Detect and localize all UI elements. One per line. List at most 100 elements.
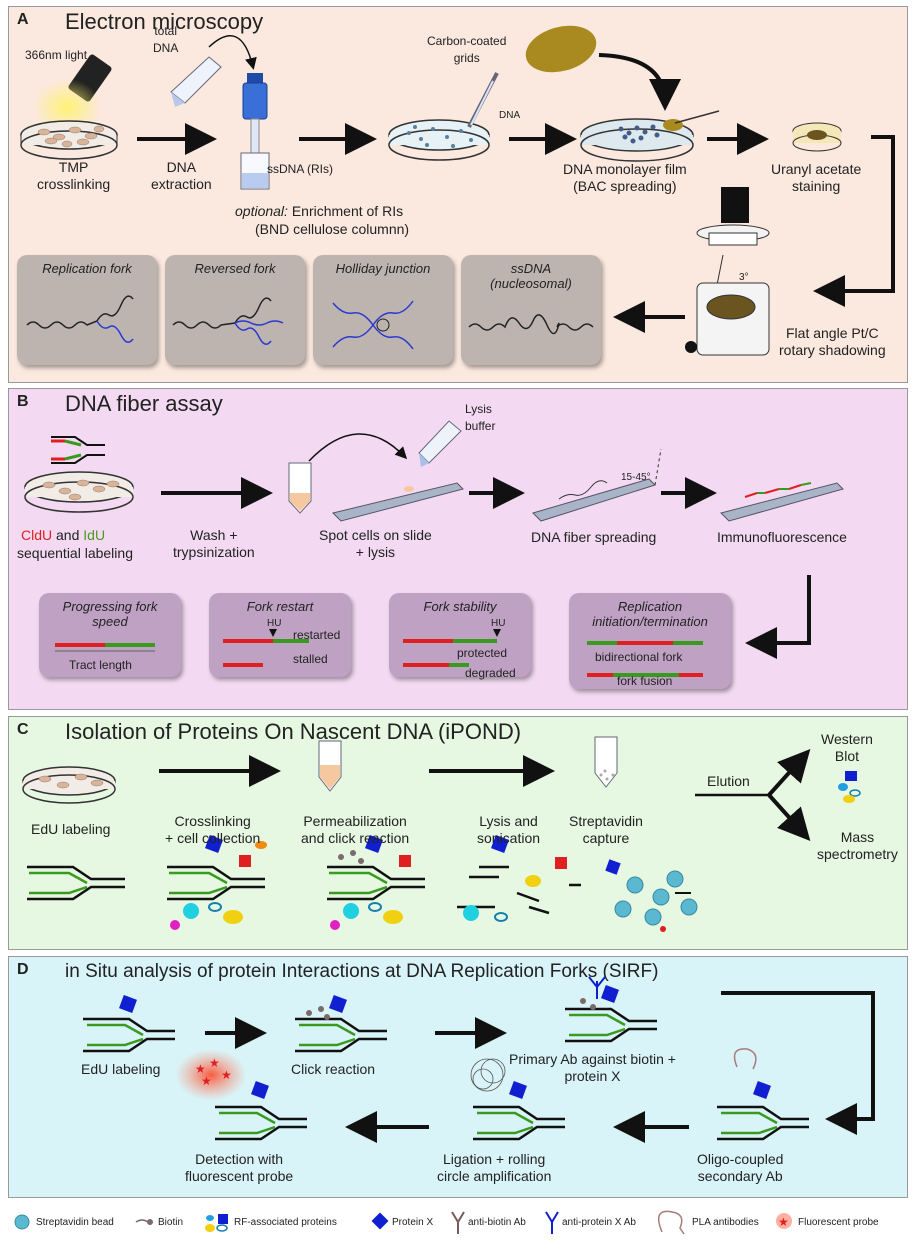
anti-protein-x-icon: [545, 1211, 559, 1234]
fluorescent-probe-icon: ★: [776, 1213, 792, 1229]
hu-label: HU: [491, 618, 506, 629]
legend: ★ Streptavidin bead Biotin RF-associated…: [8, 1204, 906, 1238]
tract-label: Tract length: [69, 658, 132, 672]
angle-label: 3°: [739, 272, 749, 283]
monolayer-dish-icon: [580, 110, 720, 162]
legend-biotin: Biotin: [158, 1217, 184, 1228]
panel-a-graphics: [20, 25, 895, 356]
label-line: CldU and IdU: [21, 527, 106, 543]
tract-image: [55, 643, 155, 652]
reversed-fork-box: Reversed fork: [165, 255, 305, 365]
fork-speed-box: Progressing fork speed Tract length: [39, 593, 181, 677]
box-title: Reversed fork: [194, 261, 276, 276]
legend-protein-x: Protein X: [392, 1217, 434, 1228]
box-title: Fork restart: [246, 599, 314, 614]
svg-text:★: ★: [778, 1215, 789, 1229]
restarted-label: restarted: [293, 628, 341, 642]
streptavidin-beads: [614, 870, 698, 926]
uranyl-label: Uranyl acetate staining: [771, 161, 862, 194]
panel-title: in Situ analysis of protein Interactions…: [65, 961, 659, 982]
initiation-image: [587, 641, 703, 677]
staining-dish-icon: [792, 122, 842, 152]
panel-title: Electron microscopy: [65, 9, 264, 34]
petri-dish-icon: [22, 766, 116, 804]
tmp-label: TMP crosslinking: [37, 159, 111, 192]
ligation-label: Ligation + rolling circle amplification: [437, 1151, 552, 1184]
box-title: Holliday junction: [335, 261, 431, 276]
petri-dish-icon: [20, 120, 118, 160]
anti-biotin-icon: [451, 1211, 465, 1234]
fork-oligo: [717, 1105, 809, 1141]
panel-a: A Electron microscopy: [8, 6, 908, 383]
panel-title: Isolation of Proteins On Nascent DNA (iP…: [65, 719, 522, 744]
fork-click: [295, 1017, 387, 1053]
box-title: Progressing fork speed: [62, 599, 158, 629]
panel-c-graphics: [22, 736, 861, 932]
streptavidin-bead-icon: [14, 1214, 30, 1230]
panel-d-graphics: ★★★★: [83, 976, 875, 1143]
legend-rf-proteins: RF-associated proteins: [234, 1217, 337, 1228]
protected-label: protected: [457, 646, 508, 660]
elution-label: Elution: [707, 773, 750, 789]
oligo-label: Oligo-coupled secondary Ab: [697, 1151, 784, 1184]
spot-label: Spot cells on slide + lysis: [319, 527, 432, 560]
petri-dish-icon: [24, 471, 134, 513]
column-icon: [240, 73, 270, 190]
panel-letter: C: [17, 721, 29, 738]
permeab-label: Permeabilization and click reaction: [301, 813, 410, 846]
degraded-label: degraded: [465, 666, 516, 680]
panel-letter: B: [17, 393, 29, 410]
box-title: Replication fork: [42, 261, 132, 276]
lysis-buffer-label: Lysis buffer: [465, 402, 496, 433]
fork-detect: [215, 1105, 307, 1141]
bidirectional-label: bidirectional fork: [595, 650, 683, 664]
sequential-label: sequential labeling: [17, 545, 133, 561]
box-title: Fork stability: [423, 599, 497, 614]
initiation-box: Replication initiation/termination bidir…: [569, 593, 731, 689]
holliday-image: [332, 300, 414, 350]
fork-with-biotin: [327, 865, 425, 901]
dna-extraction-label: DNA extraction: [151, 159, 212, 192]
dna-small-label: DNA: [499, 110, 521, 121]
legend-pla: PLA antibodies: [692, 1217, 759, 1228]
ssdna-label: ssDNA (RIs): [267, 162, 333, 176]
edu-label: EdU labeling: [31, 821, 111, 837]
dna-fork-diagram: [27, 865, 125, 901]
pla-antibody-icon: [657, 1210, 685, 1235]
click-label: Click reaction: [291, 1061, 376, 1077]
panel-title: DNA fiber assay: [65, 391, 223, 416]
spreading-label: DNA fiber spreading: [531, 529, 657, 545]
box-title: ssDNA (nucleosomal): [490, 261, 572, 291]
holliday-box: Holliday junction: [313, 255, 453, 365]
western-label: Western Blot: [821, 731, 873, 764]
labeled-fork-icon: [51, 436, 105, 464]
fork-stability-box: Fork stability HU protected degraded: [389, 593, 531, 680]
legend-anti-biotin: anti-biotin Ab: [468, 1217, 526, 1228]
ssdna-box: ssDNA (nucleosomal): [461, 255, 601, 365]
rf-proteins-icon: [205, 1214, 228, 1232]
svg-text:★: ★: [209, 1056, 220, 1070]
immuno-slide-icon: [720, 482, 844, 522]
slide-icon: [332, 482, 464, 522]
monolayer-label: DNA monolayer film (BAC spreading): [563, 161, 687, 194]
panel-d: D in Situ analysis of protein Interactio…: [8, 956, 908, 1198]
lysis-tube-icon: [418, 420, 462, 467]
protein-x-icon: [371, 1212, 389, 1230]
tube-icon: [318, 740, 342, 792]
legend-probe: Fluorescent probe: [798, 1217, 879, 1228]
fusion-label: fork fusion: [617, 674, 673, 688]
restart-image: [223, 629, 309, 667]
sonicated-fragments: [457, 865, 581, 915]
panel-b: B DNA fiber assay: [8, 388, 908, 710]
dna-dish-icon: [388, 72, 499, 161]
light-label: 366nm light: [25, 48, 88, 62]
tube-icon: [594, 736, 618, 788]
svg-text:★: ★: [201, 1074, 212, 1088]
immuno-label: Immunofluorescence: [717, 529, 847, 545]
crosslinking-label: Crosslinking + cell collection: [165, 813, 261, 846]
fork-image: [26, 295, 134, 343]
reversed-fork-image: [172, 297, 284, 345]
shadowing-machine-icon: [685, 187, 770, 356]
svg-text:★: ★: [221, 1068, 232, 1082]
hu-label: HU: [267, 618, 282, 629]
